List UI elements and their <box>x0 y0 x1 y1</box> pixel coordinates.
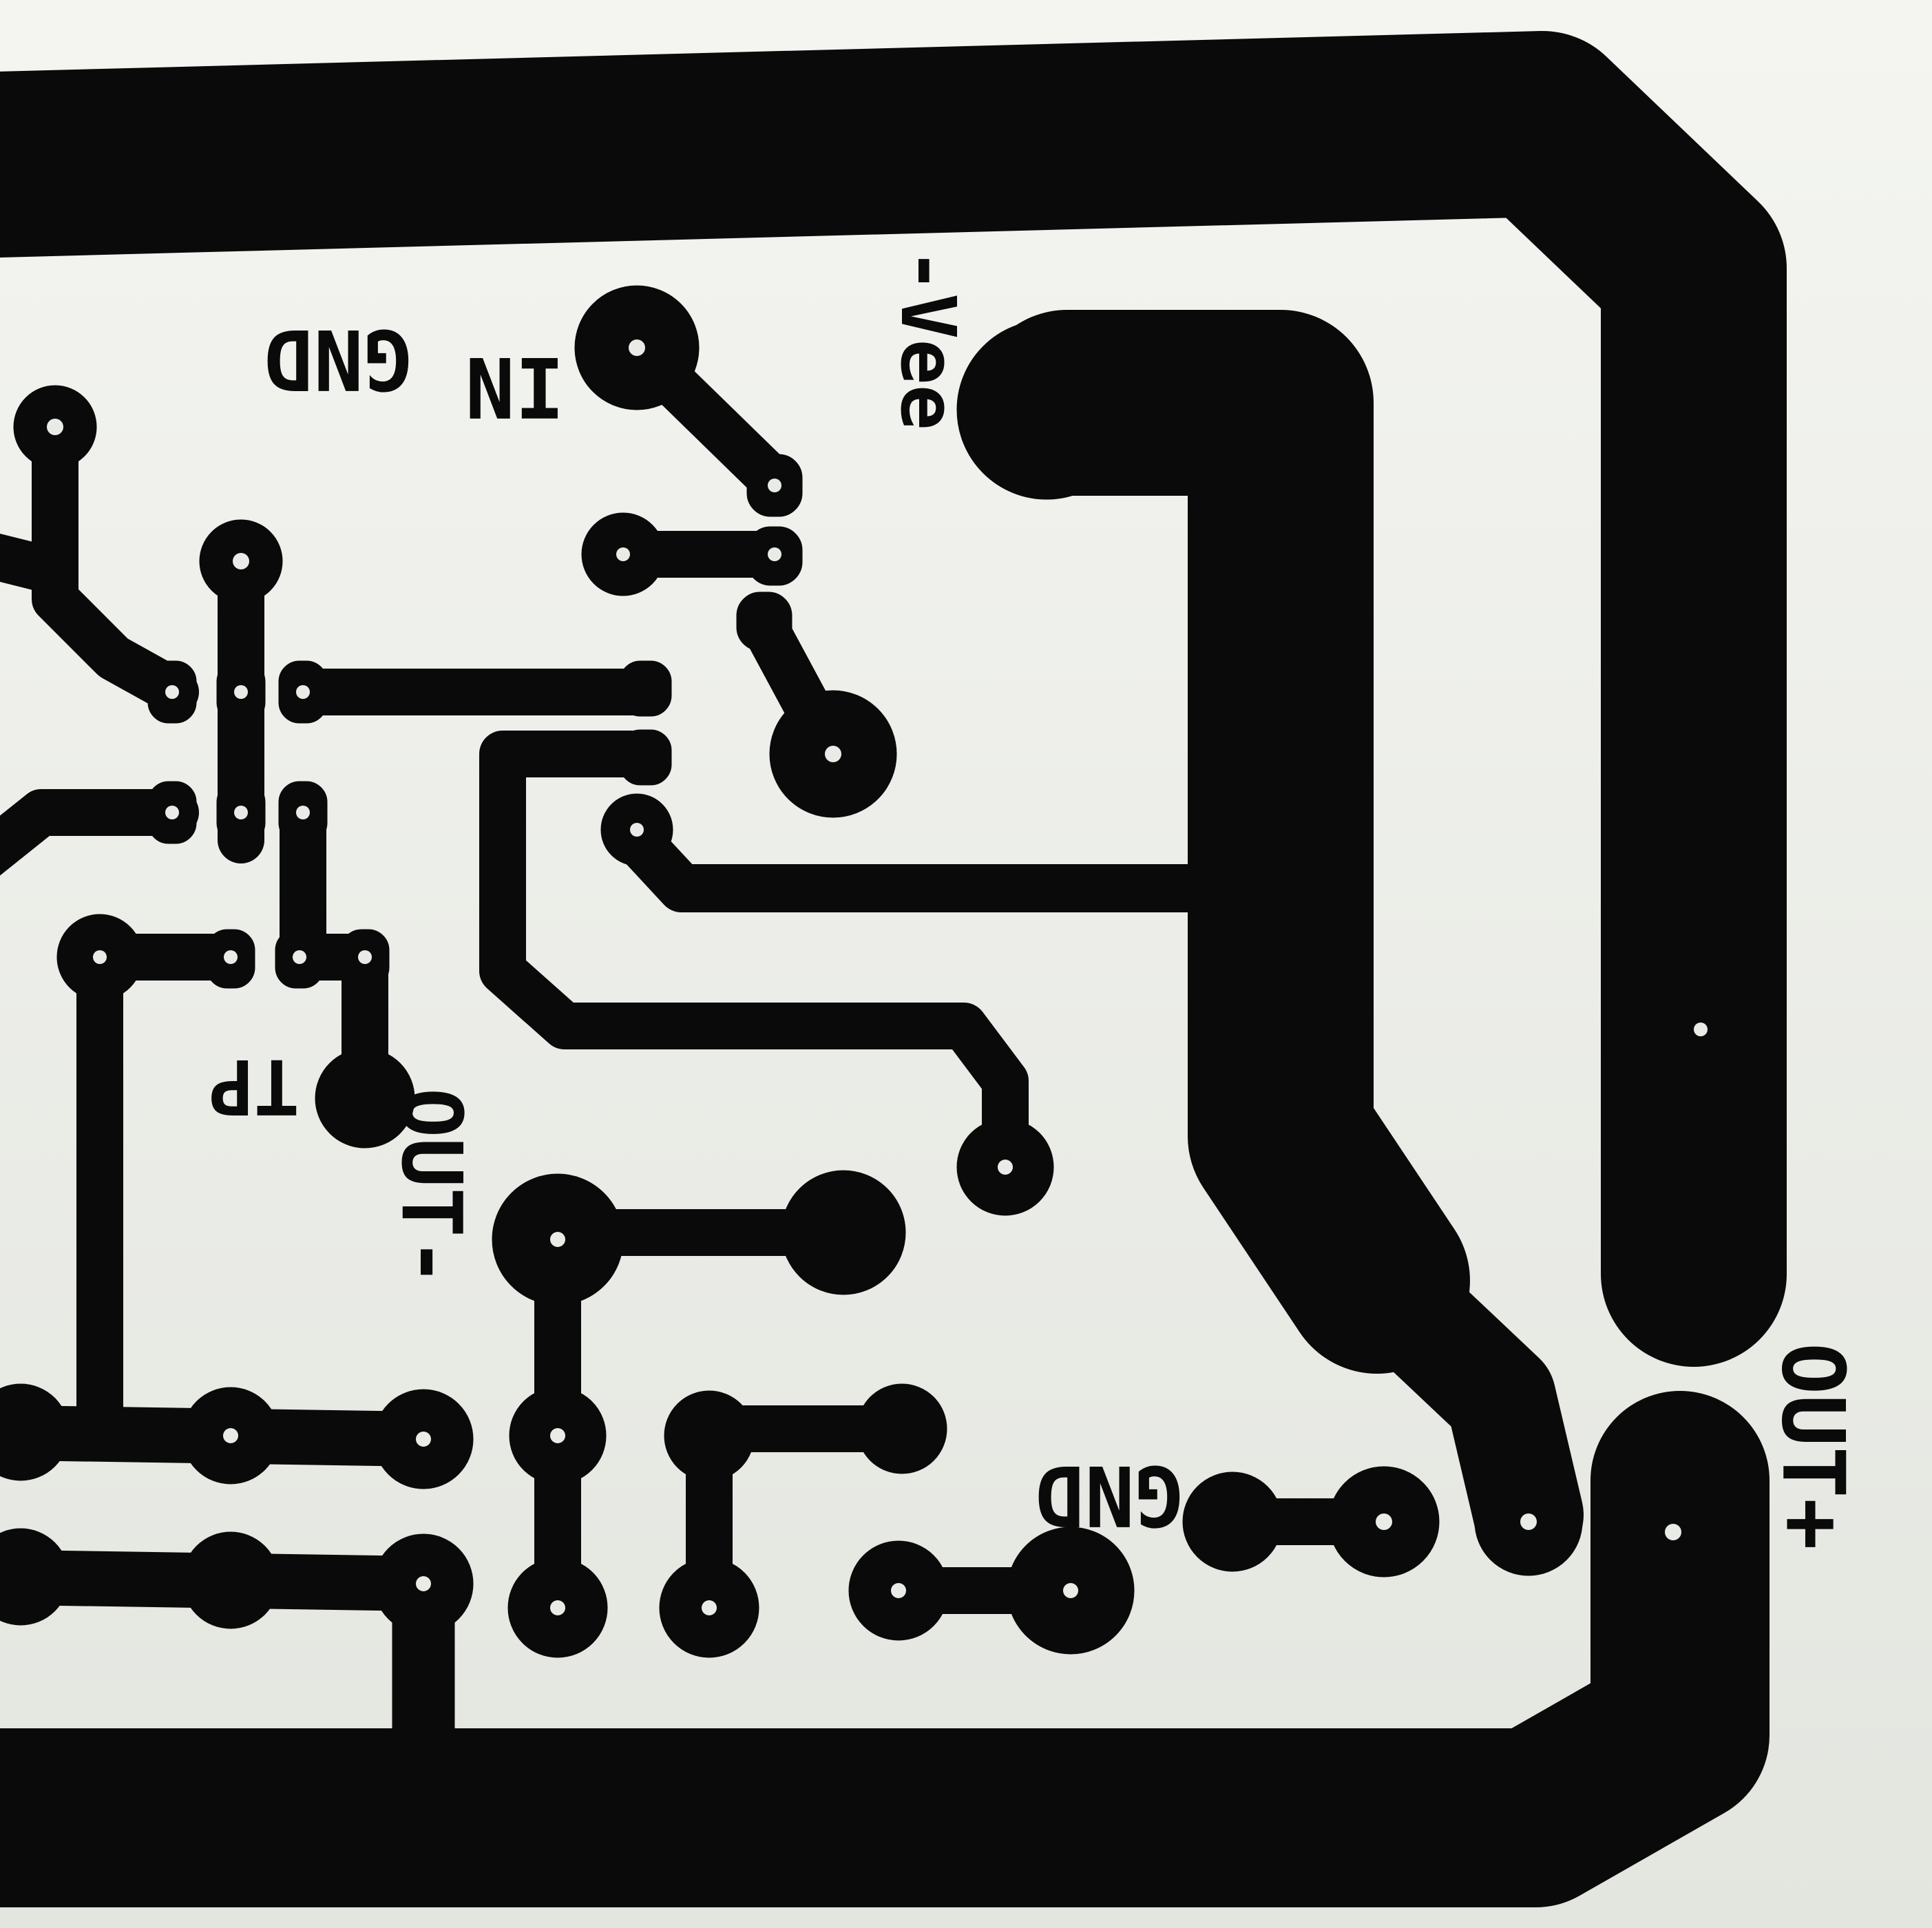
trace-left-5 <box>0 789 199 876</box>
drill <box>768 547 781 561</box>
pad <box>1182 1471 1283 1572</box>
trace-top-bus <box>0 31 1787 1367</box>
drill <box>768 479 781 492</box>
label-in: IN <box>465 338 565 434</box>
pad-tp <box>315 1048 415 1149</box>
drill <box>416 1432 431 1447</box>
drill <box>234 685 248 699</box>
pad-vee <box>956 319 1137 500</box>
label-out-minus: OUT- <box>383 1088 479 1287</box>
drill <box>630 823 644 837</box>
drill-holes <box>47 339 1708 1615</box>
pad <box>0 1528 70 1626</box>
drill <box>165 685 179 699</box>
pad <box>619 660 672 717</box>
drill <box>616 547 630 561</box>
drill <box>416 1576 431 1591</box>
pad-group <box>0 385 1440 1658</box>
drill <box>293 950 306 964</box>
drill <box>165 806 179 819</box>
drill <box>891 1583 906 1598</box>
drill <box>1376 1513 1392 1530</box>
copper-layer <box>0 31 1787 1907</box>
drill <box>296 685 310 699</box>
drill <box>550 1600 565 1615</box>
drill <box>998 1160 1013 1175</box>
drill <box>1665 1524 1681 1540</box>
pad <box>0 1383 70 1481</box>
trace-vee <box>974 310 1470 1374</box>
pad <box>664 1390 755 1481</box>
pad <box>857 1383 947 1474</box>
drill <box>234 806 248 819</box>
trace-left-9 <box>479 731 1029 1187</box>
label-out-plus: OUT+ <box>1763 1343 1862 1550</box>
pad <box>182 1531 280 1629</box>
drill <box>223 1428 238 1443</box>
drill <box>358 950 372 964</box>
trace-left-1 <box>32 404 199 715</box>
label-gnd-bottom: GND <box>1035 1447 1184 1542</box>
drill <box>1520 1513 1537 1530</box>
drill <box>93 950 107 964</box>
pad <box>781 1170 906 1295</box>
drill <box>233 553 249 569</box>
board-labels: GND IN -Vee TP OUT- GND OUT+ <box>209 248 1862 1550</box>
label-tp: TP <box>209 1042 300 1131</box>
drill <box>47 419 63 435</box>
drill <box>550 1428 565 1443</box>
drill <box>550 1232 565 1247</box>
trace-left-2 <box>0 533 78 595</box>
drill <box>629 339 645 356</box>
pad <box>736 591 792 651</box>
drill <box>825 746 841 762</box>
label-gnd-top: GND <box>264 311 413 406</box>
pad <box>619 729 672 786</box>
drill <box>1063 1583 1078 1598</box>
label-vee: -Vee <box>884 248 972 430</box>
trace-left-6 <box>280 789 388 1125</box>
drill <box>1694 1023 1708 1036</box>
drill <box>296 806 310 819</box>
drill <box>224 950 238 964</box>
drill <box>702 1600 717 1615</box>
